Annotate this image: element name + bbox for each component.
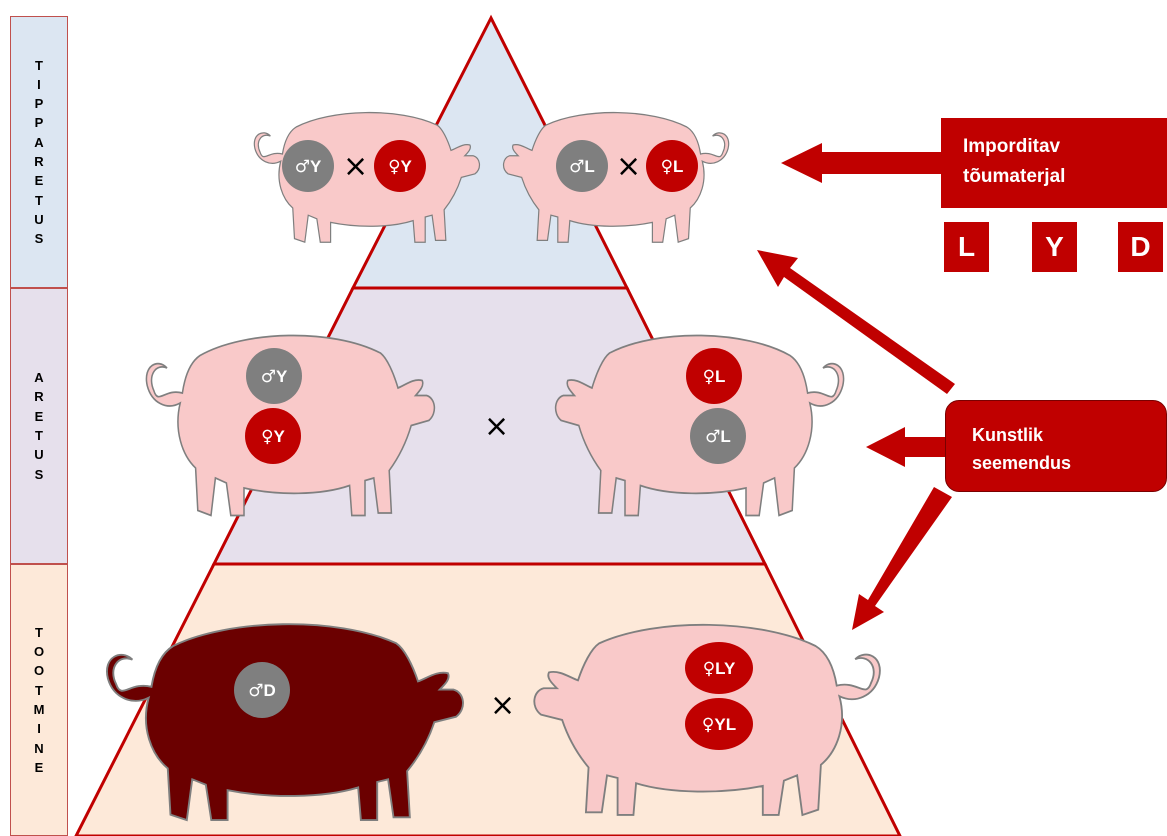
female-badge-label: ♀Y	[388, 157, 412, 177]
cross-symbol-bottom: ×	[490, 688, 515, 723]
breed-code: L	[673, 157, 683, 176]
import-box-line1: Imporditav	[963, 132, 1167, 162]
breed-box-d: D	[1118, 222, 1163, 272]
female-symbol: ♀	[703, 659, 715, 679]
breed-code: Y	[276, 367, 288, 386]
breed-code: L	[584, 157, 594, 176]
cross-symbol-top-left: ×	[343, 149, 368, 184]
female-badge-label: ♀YL	[702, 715, 736, 735]
male-badge-label: ♂L	[705, 427, 731, 447]
breed-code: L	[720, 427, 730, 446]
arrow-import-to-top	[781, 143, 941, 183]
female-symbol: ♀	[702, 715, 714, 735]
breed-code: YL	[714, 715, 736, 734]
female-symbol: ♀	[261, 427, 273, 447]
female-symbol: ♀	[388, 157, 400, 177]
breed-code: L	[715, 367, 725, 386]
female-symbol: ♀	[703, 367, 715, 387]
male-symbol: ♂	[295, 157, 310, 177]
breed-box-l: L	[944, 222, 989, 272]
breed-code: Y	[310, 157, 322, 176]
breed-box-y: Y	[1032, 222, 1077, 272]
male-badge-label: ♂Y	[295, 157, 322, 177]
breed-code: LY	[715, 659, 736, 678]
ai-box-line1: Kunstlik	[972, 421, 1166, 449]
male-badge-label: ♂L	[569, 157, 595, 177]
import-material-box: Imporditav tõumaterjal	[941, 118, 1167, 208]
arrow-ai-to-bottom	[852, 487, 952, 630]
breed-code: Y	[401, 157, 413, 176]
female-symbol: ♀	[661, 157, 673, 177]
cross-symbol-top-right: ×	[616, 149, 641, 184]
import-box-line2: tõumaterjal	[963, 162, 1167, 192]
female-badge-label: ♀L	[703, 367, 726, 387]
male-symbol: ♂	[261, 367, 276, 387]
female-badge-label: ♀LY	[703, 659, 736, 679]
male-badge-label: ♂Y	[261, 367, 288, 387]
male-symbol: ♂	[248, 681, 263, 701]
breed-code: D	[263, 681, 275, 700]
cross-symbol-middle: ×	[484, 409, 509, 444]
breed-code: Y	[274, 427, 286, 446]
ai-box-line2: seemendus	[972, 449, 1166, 477]
male-symbol: ♂	[569, 157, 584, 177]
artificial-insemination-box: Kunstlik seemendus	[945, 400, 1167, 492]
female-badge-label: ♀Y	[261, 427, 285, 447]
arrow-ai-to-middle	[866, 427, 945, 467]
male-badge-label: ♂D	[248, 681, 276, 701]
male-symbol: ♂	[705, 427, 720, 447]
female-badge-label: ♀L	[661, 157, 684, 177]
